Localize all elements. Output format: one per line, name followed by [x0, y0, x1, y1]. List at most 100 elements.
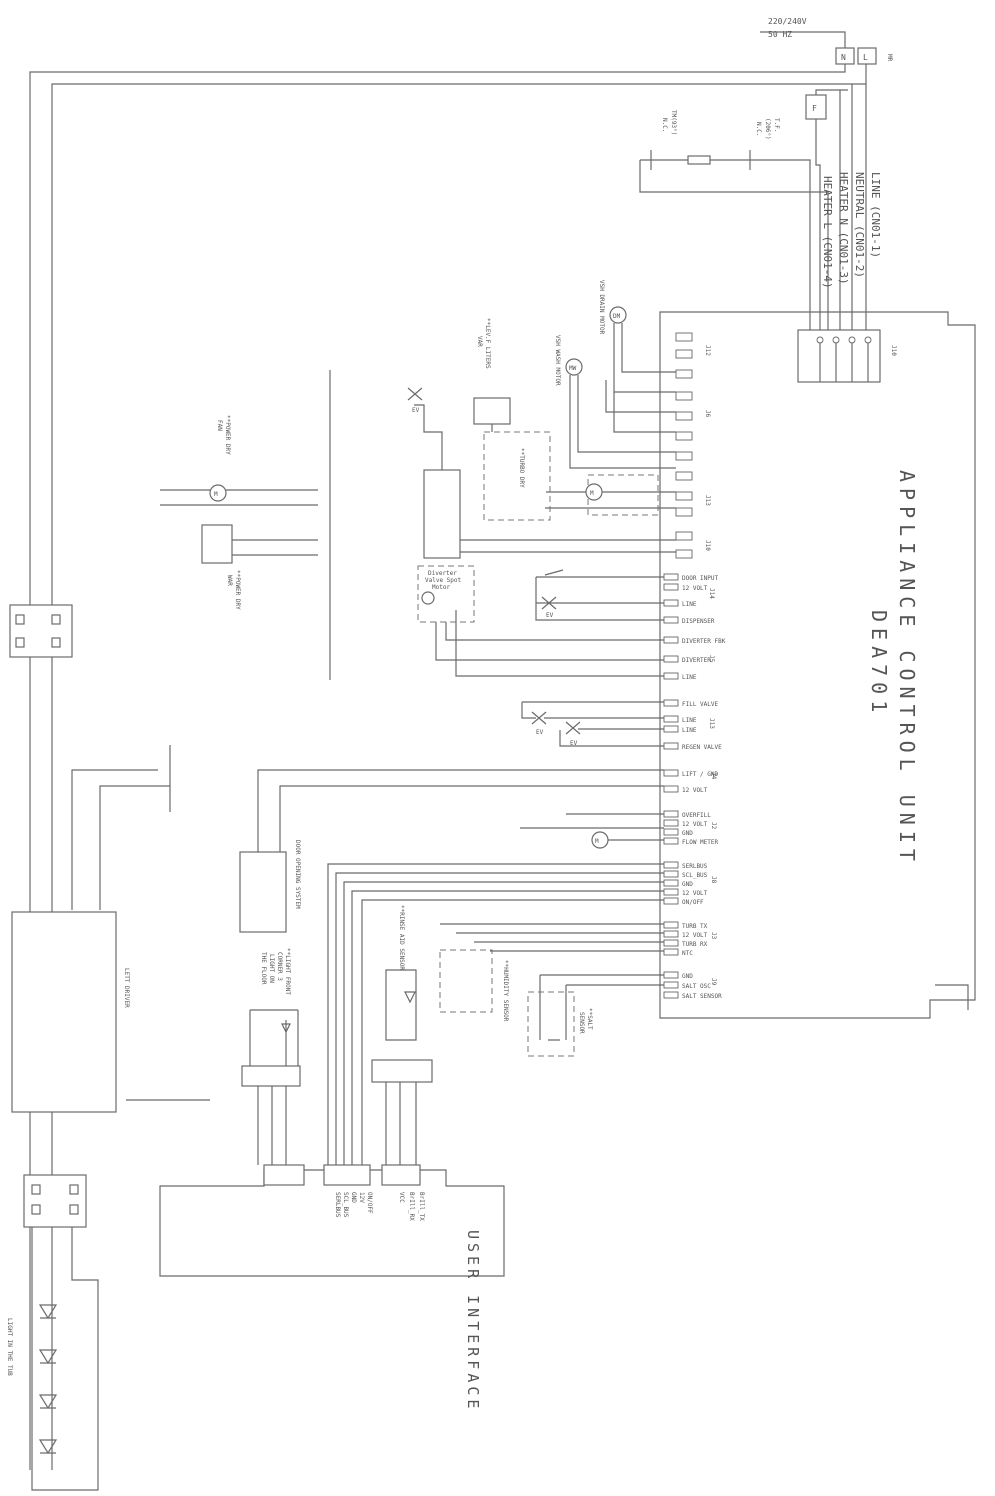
ui-col-5: ON/OFF	[366, 1192, 373, 1214]
salt-l2: SENSOR	[578, 1012, 585, 1034]
door-opening-system: DOOR OPENING SYSTEM	[239, 769, 664, 933]
connector-label: J3	[710, 932, 717, 940]
pin-label: GND	[682, 973, 693, 980]
light-front: **LIGHT FRONT CORNER 3 LIGHT ON THE FLOO…	[241, 948, 301, 1165]
pin-label: LIFT / GND	[682, 771, 719, 778]
connector-label: J13	[708, 718, 715, 729]
supply-voltage: 220/240V	[768, 17, 807, 26]
pin-label: 12 VOLT	[682, 821, 708, 828]
connector-label: J13	[704, 495, 711, 506]
power-dry-war-l2: WAR	[226, 575, 233, 586]
motors: DM VSH DRAIN MOTOR MW VSH WASH MOTOR	[554, 280, 676, 469]
power-dry-fan-l2: FAN	[216, 420, 223, 431]
door-opening-label: DOOR OPENING SYSTEM	[294, 840, 301, 909]
salt-sensor: **SALT SENSOR	[527, 974, 664, 1057]
dispenser-ev: EV	[546, 612, 554, 619]
lev-label-1: **LEV.F LITERS	[484, 318, 491, 369]
thermal-fuse	[687, 155, 711, 165]
ui-conn-b	[323, 1164, 371, 1186]
connector-label: J5	[708, 655, 715, 663]
pin-label: GND	[682, 830, 693, 837]
pin-label: ON/OFF	[682, 899, 704, 906]
tub-leds: LIGHT IN THE TUB	[6, 1227, 99, 1491]
tf-rating: (206°)	[764, 118, 771, 140]
connector-label: J8	[710, 876, 717, 884]
turbo-dry-label: **TURBO DRY	[518, 448, 525, 488]
power-dry-fan	[209, 484, 227, 502]
lev-sensor	[473, 397, 511, 425]
light-l2: CORNER 3	[276, 952, 283, 981]
power-dry: M **POWER DRY FAN **POWER DRY WAR	[201, 415, 241, 610]
mains-conn-label: J10	[890, 345, 897, 356]
line-terminal	[857, 47, 877, 65]
dispenser-block	[423, 469, 461, 559]
connector-label: J4	[710, 772, 717, 780]
connector-label: J10	[704, 540, 711, 551]
flow-meter: M	[520, 813, 664, 849]
diverter-l1: Diverter	[428, 570, 457, 577]
diverter-motor: Diverter Valve Spot Motor	[417, 565, 676, 677]
heater-n-label: HEATER N (CN01-3)	[837, 172, 850, 285]
wash-motor	[565, 358, 583, 376]
mains-rails	[29, 64, 867, 1470]
pin-label: 12 VOLT	[682, 585, 708, 592]
tub-light-label: LIGHT IN THE TUB	[6, 1318, 13, 1376]
pin-label: SALT OSC	[682, 983, 711, 990]
drain-motor-label: VSH DRAIN MOTOR	[598, 280, 605, 335]
dispenser-wiring: EV EV EV	[521, 569, 664, 747]
tf-nc: N.C.	[755, 122, 762, 136]
fill-ev: EV	[536, 729, 544, 736]
tmr-nc: N.C.	[661, 118, 668, 132]
line-label: LINE (CN01-1)	[869, 172, 882, 258]
pin-label: TURB TX	[682, 923, 708, 930]
wash-motor-symbol: MW	[569, 365, 577, 372]
diverter-l3: Motor	[432, 584, 450, 591]
pin-label: 12 VOLT	[682, 932, 708, 939]
dry-wiring	[160, 489, 318, 556]
supply-frequency: 50 HZ	[768, 30, 792, 39]
pin-label: FILL VALVE	[682, 701, 719, 708]
diverter-l2: Valve Spot	[425, 577, 462, 584]
neutral-label: NEUTRAL (CN01-2)	[853, 172, 866, 278]
line-terminal-label: L	[863, 53, 868, 62]
pin-label: 12 VOLT	[682, 890, 708, 897]
pin-label: SALT SENSOR	[682, 993, 722, 1000]
humidity-label: **HUMIDITY SENSOR	[502, 960, 509, 1022]
ui-conn-a	[263, 1164, 305, 1186]
lev-label-2: VAR	[476, 336, 483, 347]
light-l4: THE FLOOR	[260, 952, 267, 985]
pin-label: REGEN VALVE	[682, 744, 722, 751]
terminal-block-bottom	[23, 1174, 87, 1228]
ui-col-1: SERLBUS	[334, 1192, 341, 1218]
drain-motor	[609, 306, 627, 324]
connector-label: J9	[710, 978, 717, 986]
humidity-sensor: **HUMIDITY SENSOR	[439, 923, 664, 1022]
connector-label: J12	[704, 345, 711, 356]
turbo-dry-fan: M **TURBO DRY	[483, 431, 676, 521]
ui-conn-c	[381, 1164, 421, 1186]
pin-label: SERLBUS	[682, 863, 708, 870]
pin-label: NTC	[682, 950, 693, 957]
pin-label: SCL_BUS	[682, 872, 708, 879]
pin-label: DIVERTER	[682, 657, 711, 664]
light-l3: LIGHT ON	[268, 954, 275, 983]
rinse-aid-sensor: **RINSE AID SENSOR	[371, 905, 433, 1165]
unit-title: APPLIANCE CONTROL UNIT	[895, 470, 919, 867]
lev-assembly: **LEV.F LITERS VAR EV	[407, 318, 676, 559]
pin-label: TURB RX	[682, 941, 708, 948]
lev-ev: EV	[412, 407, 420, 414]
power-dry-heater	[201, 524, 233, 564]
ui-col-3: GND	[350, 1192, 357, 1203]
rinse-aid-connector	[371, 1059, 433, 1083]
top-connectors	[675, 332, 693, 559]
drain-motor-symbol: DM	[613, 313, 621, 320]
pin-label: LINE	[682, 674, 697, 681]
neutral-terminal-label: N	[841, 53, 846, 62]
tf-label: T.F.	[773, 118, 780, 132]
ui-bus-wiring	[327, 863, 664, 1168]
ui-title: USER INTERFACE	[464, 1230, 482, 1412]
ui-col-2: SCL_BUS	[342, 1192, 349, 1218]
